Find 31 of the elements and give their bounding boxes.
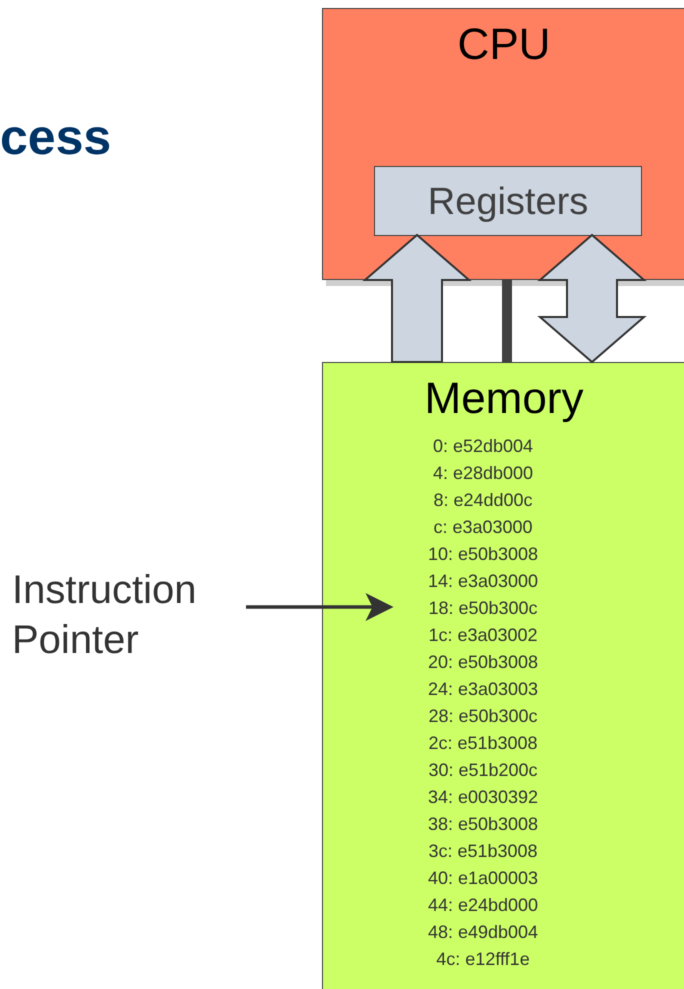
cpu-label: CPU <box>458 19 550 71</box>
slide-title: cess <box>0 108 112 166</box>
memory-row-text: 44: e24bd000 <box>426 894 540 917</box>
memory-row-text: 28: e50b300c <box>427 705 539 728</box>
memory-row-text: 10: e50b3008 <box>426 543 540 566</box>
memory-row-text: 14: e3a03000 <box>426 570 540 593</box>
bus-line <box>502 280 512 362</box>
memory-row-text: 48: e49db004 <box>426 921 540 944</box>
memory-row-text: 1c: e3a03002 <box>427 624 539 647</box>
memory-row-text: 4c: e12fff1e <box>435 948 531 971</box>
memory-row-text: 40: e1a00003 <box>426 867 540 890</box>
memory-box <box>322 362 684 989</box>
memory-row-text: 3c: e51b3008 <box>427 840 539 863</box>
memory-row-text: 20: e50b3008 <box>426 651 540 674</box>
registers-box <box>374 166 642 236</box>
memory-row-text: 8: e24dd00c <box>432 489 534 512</box>
instruction-pointer-label: Instruction Pointer <box>12 567 198 664</box>
block-arrow <box>362 234 472 363</box>
memory-row-text: 24: e3a03003 <box>426 678 540 701</box>
memory-row-text: 2c: e51b3008 <box>427 732 539 755</box>
registers-label: Registers <box>428 180 588 225</box>
memory-row-text: 38: e50b3008 <box>426 813 540 836</box>
memory-label: Memory <box>424 373 584 425</box>
memory-row-text: 18: e50b300c <box>427 597 539 620</box>
arrow <box>246 593 394 621</box>
memory-row-text: 34: e0030392 <box>426 786 540 809</box>
memory-row-text: c: e3a03000 <box>432 516 534 539</box>
memory-row-text: 30: e51b200c <box>427 759 539 782</box>
memory-row-text: 4: e28db000 <box>432 462 534 485</box>
memory-row-text: 0: e52db004 <box>432 435 534 458</box>
double-block-arrow <box>537 234 647 364</box>
